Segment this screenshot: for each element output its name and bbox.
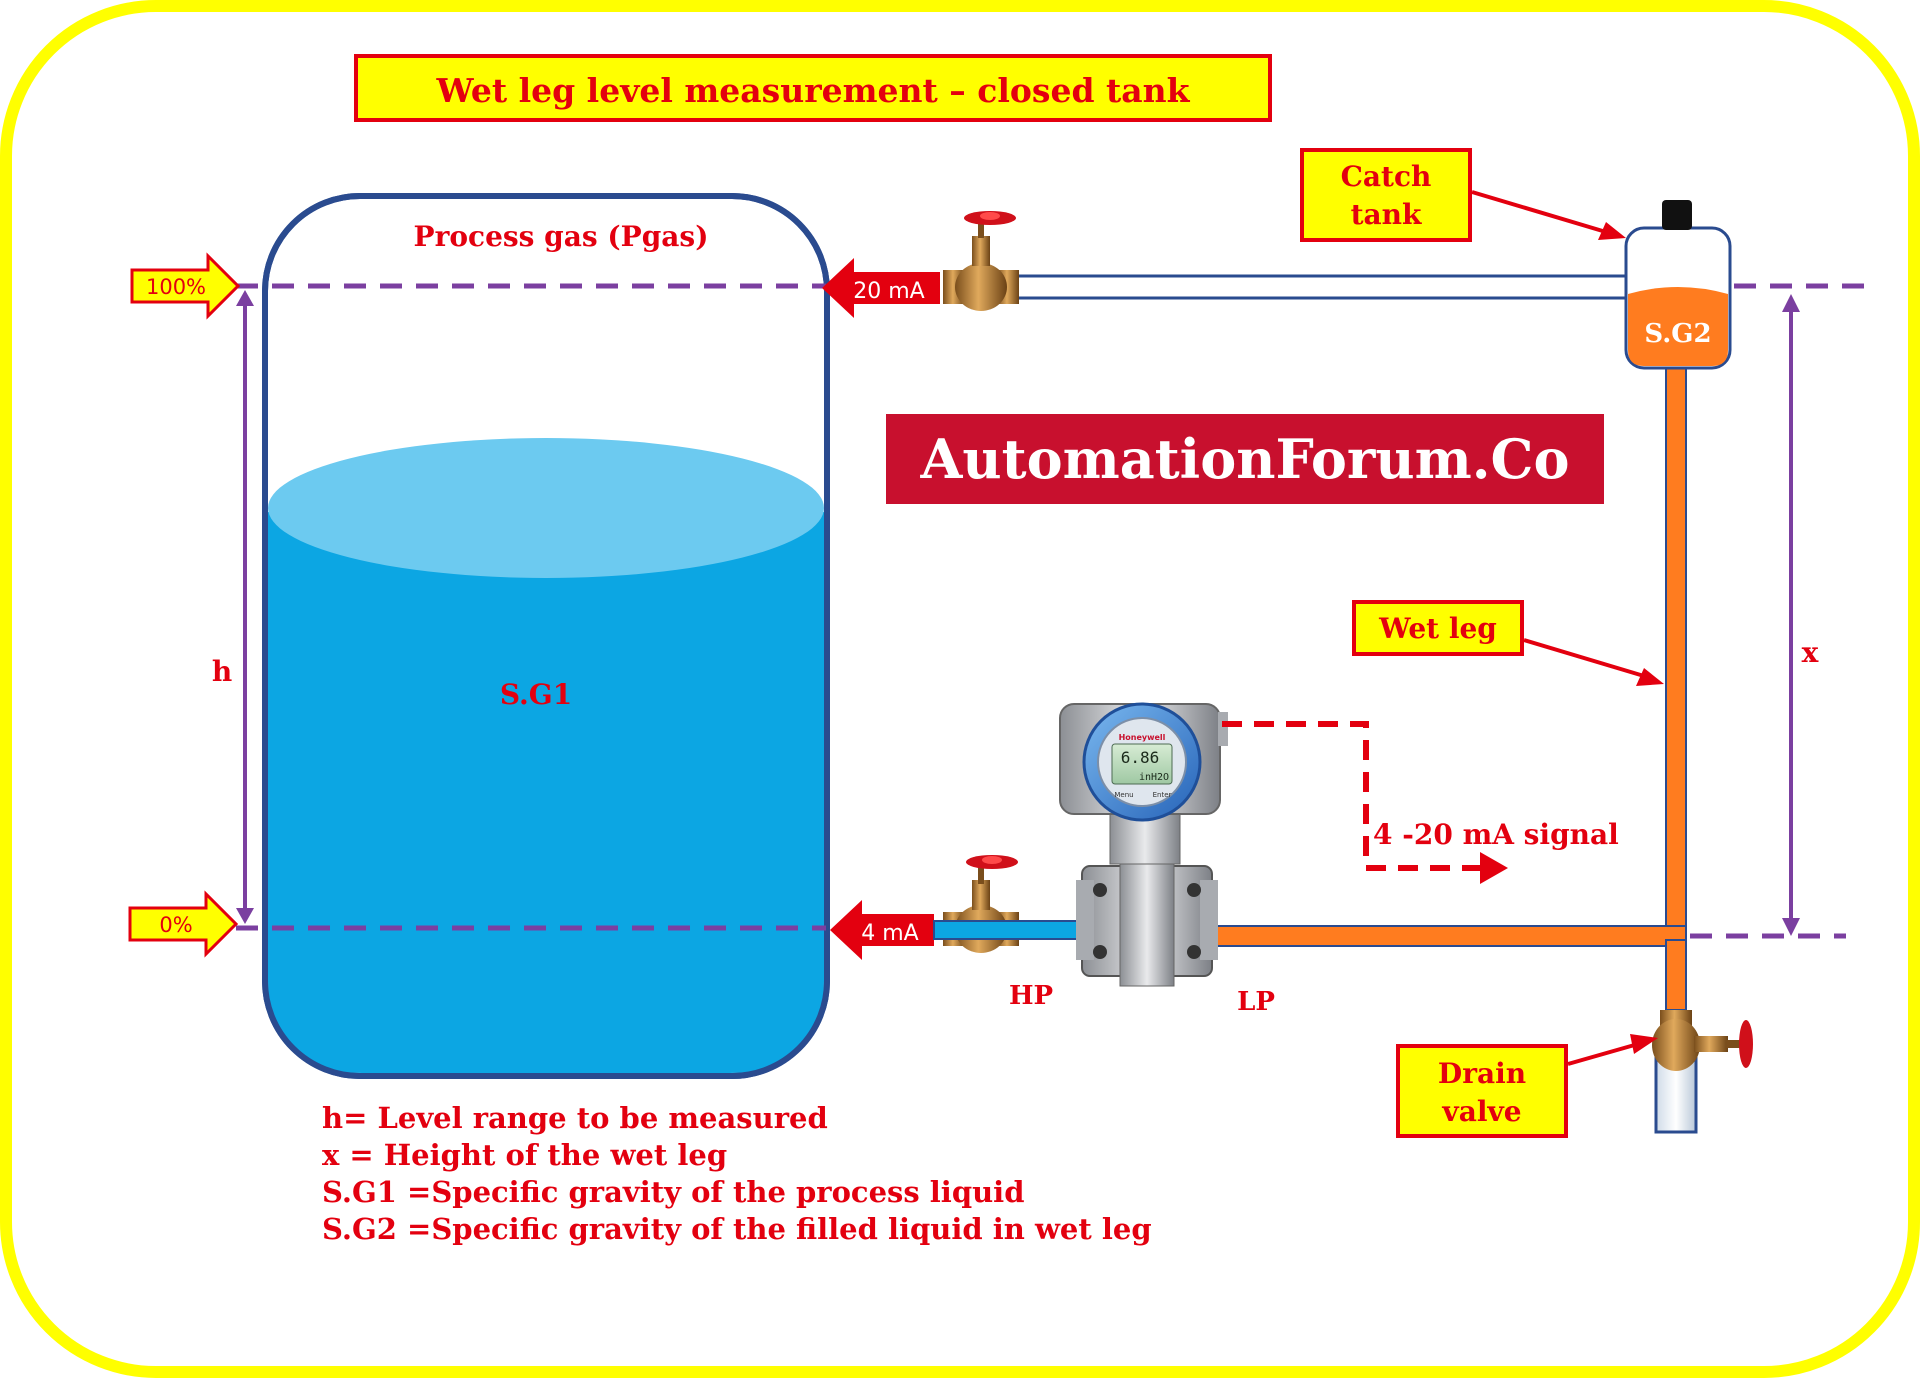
process-tank — [262, 193, 830, 1079]
legend-line-1: h= Level range to be measured — [322, 1101, 828, 1135]
transmitter-enter-button[interactable]: Enter — [1153, 791, 1172, 799]
legend-line-4: S.G2 =Specific gravity of the filled liq… — [322, 1212, 1152, 1246]
marker-0-arrow: 0% — [128, 890, 239, 958]
drain-valve-callout-line1: Drain — [1438, 1057, 1526, 1090]
signal-arrow-head — [1480, 852, 1508, 884]
drain-valve-callout-line2: valve — [1441, 1095, 1521, 1128]
marker-0-label: 0% — [159, 913, 192, 937]
drain-valve-pointer — [1567, 1042, 1639, 1066]
catch-tank-pointer — [1471, 190, 1607, 234]
wet-leg-vertical — [1665, 359, 1687, 941]
drain-valve-callout — [1396, 1044, 1568, 1138]
signal-label: 4 -20 mA signal — [1373, 818, 1619, 851]
top-isolation-valve[interactable] — [943, 211, 1019, 311]
tag-4ma: 4 mA — [830, 900, 934, 960]
catch-tank-callout-line1: Catch — [1341, 160, 1432, 193]
lp-label: LP — [1237, 987, 1275, 1017]
process-gas-label: Process gas (Pgas) — [414, 220, 709, 253]
signal-line — [1222, 721, 1480, 871]
catch-tank-vent — [1662, 200, 1692, 230]
wet-leg-horizontal — [1179, 925, 1687, 947]
drain-valve-body[interactable] — [1652, 1010, 1753, 1134]
sg1-label: S.G1 — [500, 678, 572, 711]
wet-leg-pointer-head — [1636, 668, 1664, 686]
wet-leg-pointer — [1523, 638, 1645, 678]
catch-tank: S.G2 — [1624, 200, 1732, 370]
transmitter-display-value: 6.86 — [1121, 748, 1160, 767]
catch-tank-callout-line2: tank — [1351, 198, 1422, 231]
top-impulse-line — [1008, 274, 1632, 300]
brand-text: AutomationForum.Co — [919, 427, 1569, 491]
catch-tank-pointer-head — [1598, 222, 1626, 240]
wet-leg-lower — [1665, 939, 1687, 1011]
legend-line-3: S.G1 =Specific gravity of the process li… — [322, 1175, 1024, 1209]
title-box — [354, 54, 1272, 122]
sg2-label: S.G2 — [1644, 319, 1711, 349]
x-label: x — [1802, 636, 1819, 669]
process-liquid — [268, 512, 824, 1073]
x-dimension — [1782, 294, 1800, 936]
tag-4ma-label: 4 mA — [861, 921, 918, 946]
transmitter-display-unit: inH2O — [1139, 772, 1169, 783]
marker-100-arrow: 100% — [130, 252, 241, 320]
transmitter-menu-button[interactable]: Menu — [1114, 791, 1133, 799]
transmitter-lcd — [1111, 743, 1173, 785]
h-dimension — [236, 290, 254, 924]
wet-leg-callout — [1352, 600, 1524, 656]
wet-leg-callout-label: Wet leg — [1378, 612, 1497, 645]
dp-transmitter[interactable]: Honeywell 6.86 inH2O Menu Enter — [1059, 702, 1228, 987]
hp-label: HP — [1009, 981, 1053, 1011]
transmitter-brand: Honeywell — [1119, 733, 1166, 742]
legend-line-2: x = Height of the wet leg — [322, 1138, 727, 1172]
page-title: Wet leg level measurement – closed tank — [435, 71, 1190, 110]
legend: h= Level range to be measured x = Height… — [322, 1101, 1152, 1246]
marker-100-label: 100% — [146, 275, 206, 299]
tag-20ma-label: 20 mA — [853, 279, 924, 304]
drain-valve-pointer-head — [1630, 1034, 1658, 1054]
tag-20ma: 20 mA — [822, 258, 940, 318]
catch-tank-callout — [1300, 148, 1472, 242]
brand-box — [886, 414, 1604, 504]
liquid-surface — [268, 438, 824, 578]
h-label: h — [212, 655, 232, 688]
